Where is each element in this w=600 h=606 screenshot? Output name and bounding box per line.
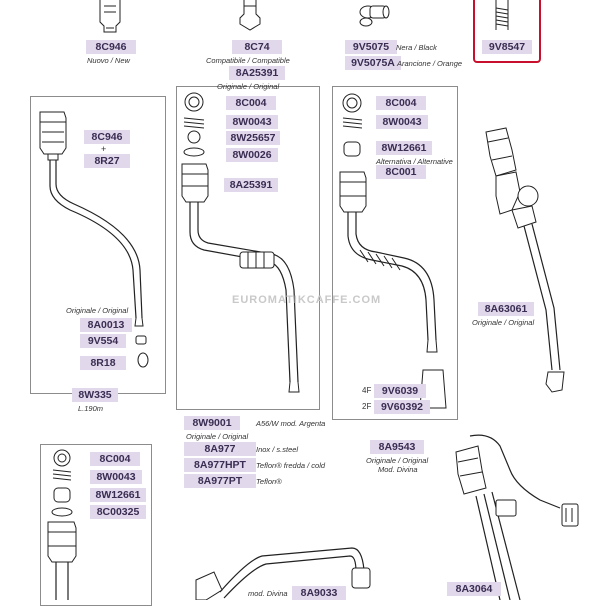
part-code-9v5075a[interactable]: 9V5075A bbox=[345, 56, 401, 70]
part-code-8w9001[interactable]: 8W9001 bbox=[184, 416, 240, 430]
part-code-8a977hpt[interactable]: 8A977HPT bbox=[184, 458, 256, 472]
part-code-8c001[interactable]: 8C001 bbox=[376, 165, 426, 179]
note-original-divina: Originale / Original bbox=[366, 456, 429, 465]
part-code-8c004[interactable]: 8C004 bbox=[226, 96, 276, 110]
prefix-4f: 4F bbox=[362, 386, 372, 395]
part-code-8a0013[interactable]: 8A0013 bbox=[80, 318, 132, 332]
tube-8a3064-illustration bbox=[455, 434, 579, 600]
tube-8w335-illustration bbox=[39, 111, 149, 368]
note-original-left: Originale / Original bbox=[66, 306, 129, 315]
part-code-8w0043-b[interactable]: 8W0043 bbox=[376, 115, 428, 129]
part-code-8c946[interactable]: 8C946 bbox=[86, 40, 136, 54]
group-box-8c004-stack bbox=[40, 444, 152, 606]
note-a56w: A56/W mod. Argenta bbox=[256, 419, 326, 428]
part-code-8a977[interactable]: 8A977 bbox=[184, 442, 256, 456]
plus-sign: + bbox=[101, 144, 107, 154]
tube-8c004-stack-illustration bbox=[47, 449, 77, 600]
part-code-9v6039[interactable]: 9V6039 bbox=[374, 384, 426, 398]
part-code-8w12661-c[interactable]: 8W12661 bbox=[90, 488, 146, 502]
part-code-8a25391-box[interactable]: 8A25391 bbox=[224, 178, 278, 192]
part-code-9v8547[interactable]: 9V8547 bbox=[482, 40, 532, 54]
note-length: L.190m bbox=[78, 404, 104, 413]
part-code-8a25391[interactable]: 8A25391 bbox=[229, 66, 285, 80]
part-code-8w12661-b[interactable]: 8W12661 bbox=[376, 141, 432, 155]
part-code-8w0043-c[interactable]: 8W0043 bbox=[90, 470, 142, 484]
note-mod-divina-b: mod. Divina bbox=[248, 589, 288, 598]
note-teflon: Teflon® bbox=[256, 477, 282, 486]
part-code-8w335[interactable]: 8W335 bbox=[72, 388, 118, 402]
part-code-9v5075[interactable]: 9V5075 bbox=[345, 40, 397, 54]
tube-8a63061-illustration bbox=[485, 127, 565, 393]
part-code-8c004-b[interactable]: 8C004 bbox=[376, 96, 426, 110]
part-code-8c946-box[interactable]: 8C946 bbox=[84, 130, 130, 144]
note-inox: Inox / s.steel bbox=[256, 445, 299, 454]
part-code-8c74[interactable]: 8C74 bbox=[232, 40, 282, 54]
part-code-8a9033[interactable]: 8A9033 bbox=[292, 586, 346, 600]
part-code-9v60392[interactable]: 9V60392 bbox=[374, 400, 430, 414]
part-code-8a9543[interactable]: 8A9543 bbox=[370, 440, 424, 454]
part-code-8w0026[interactable]: 8W0026 bbox=[226, 148, 278, 162]
part-code-8a63061[interactable]: 8A63061 bbox=[478, 302, 534, 316]
part-code-8w25657[interactable]: 8W25657 bbox=[226, 131, 280, 145]
part-code-8a977pt[interactable]: 8A977PT bbox=[184, 474, 256, 488]
note-original-right: Originale / Original bbox=[472, 318, 535, 327]
fitting-8c946-illustration bbox=[99, 0, 121, 33]
note-original-bottom: Originale / Original bbox=[186, 432, 249, 441]
note-orange: Arancione / Orange bbox=[397, 59, 463, 68]
tube-8a9033-illustration bbox=[195, 547, 371, 600]
prefix-2f: 2F bbox=[362, 402, 372, 411]
note-nuovo-new: Nuovo / New bbox=[87, 56, 130, 65]
highlight-9v8547 bbox=[473, 0, 541, 63]
part-code-8a3064[interactable]: 8A3064 bbox=[447, 582, 501, 596]
part-code-8r27[interactable]: 8R27 bbox=[84, 154, 130, 168]
group-box-8a25391 bbox=[176, 86, 320, 410]
part-code-8w0043[interactable]: 8W0043 bbox=[226, 115, 278, 129]
note-compatible: Compatibile / Compatible bbox=[206, 56, 290, 65]
fitting-8c74-illustration bbox=[239, 0, 261, 31]
note-mod-divina: Mod. Divina bbox=[378, 465, 418, 474]
part-code-8r18[interactable]: 8R18 bbox=[80, 356, 126, 370]
note-original: Originale / Original bbox=[217, 82, 280, 91]
watermark: EUROMATIKCAFFE.COM bbox=[232, 294, 382, 306]
part-code-8c004-c[interactable]: 8C004 bbox=[90, 452, 140, 466]
group-box-8a9543 bbox=[332, 86, 458, 420]
spring-9v8547-illustration bbox=[495, 0, 509, 30]
part-code-8c00325[interactable]: 8C00325 bbox=[90, 505, 146, 519]
tube-8a25391-illustration bbox=[181, 92, 300, 393]
part-code-9v554[interactable]: 9V554 bbox=[80, 334, 126, 348]
valve-9v5075-illustration bbox=[359, 5, 390, 27]
note-black: Nera / Black bbox=[396, 43, 437, 52]
note-alternative: Alternativa / Alternative bbox=[376, 157, 453, 166]
note-teflon-cold: Teflon® fredda / cold bbox=[256, 461, 326, 470]
